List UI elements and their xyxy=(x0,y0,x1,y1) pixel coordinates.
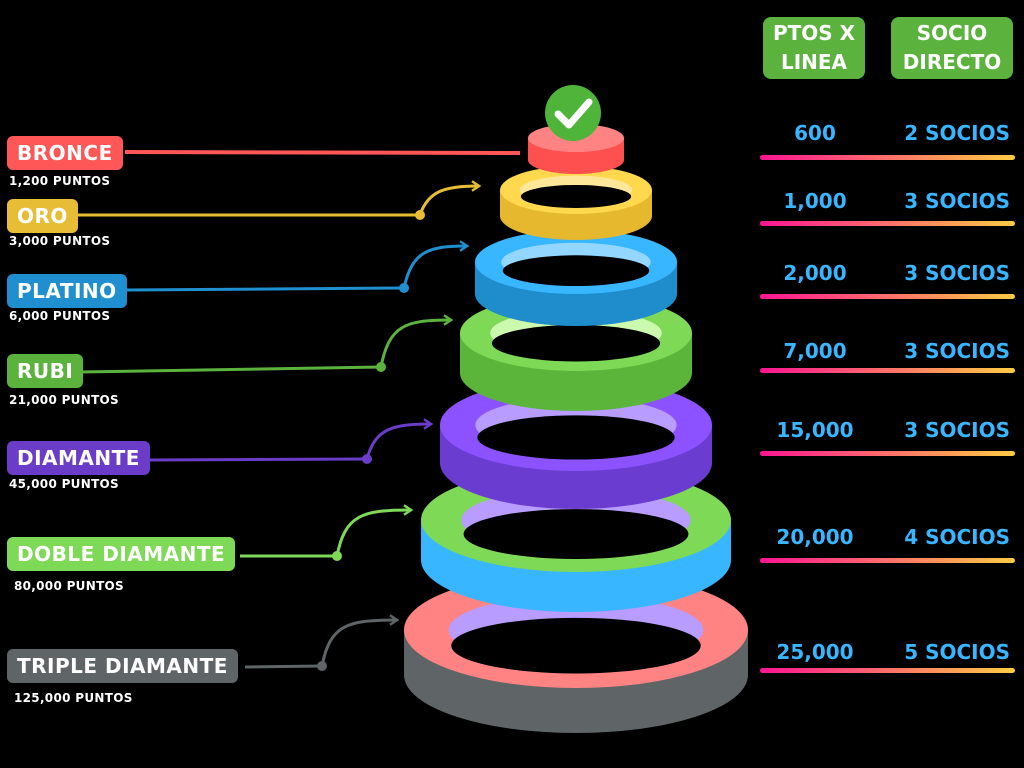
row-divider xyxy=(760,451,1015,456)
level-points-diamante: 45,000 PUNTOS xyxy=(9,477,119,491)
direct-partners-oro: 3 SOCIOS xyxy=(904,189,1010,213)
level-points-doble-diamante: 80,000 PUNTOS xyxy=(14,579,124,593)
direct-partners-platino: 3 SOCIOS xyxy=(904,261,1010,285)
connector-arrow xyxy=(75,180,482,220)
level-badge-rubi: RUBI xyxy=(7,354,84,388)
line-points-doble-diamante: 20,000 xyxy=(776,525,854,549)
header-points-per-line: PTOS X LINEA xyxy=(763,17,865,79)
header-direct-partner: SOCIO DIRECTO xyxy=(891,17,1013,79)
connector-arrow xyxy=(124,150,521,155)
row-divider xyxy=(760,558,1015,563)
connector-arrow xyxy=(244,614,400,671)
line-points-bronce: 600 xyxy=(794,121,836,145)
level-badge-diamante: DIAMANTE xyxy=(7,441,150,475)
connector-arrow xyxy=(124,240,470,293)
level-points-oro: 3,000 PUNTOS xyxy=(9,234,111,248)
level-badge-bronce: BRONCE xyxy=(7,136,123,170)
row-divider xyxy=(760,221,1015,226)
level-points-rubi: 21,000 PUNTOS xyxy=(9,393,119,407)
direct-partners-rubi: 3 SOCIOS xyxy=(904,339,1010,363)
direct-partners-bronce: 2 SOCIOS xyxy=(904,121,1010,145)
direct-partners-diamante: 3 SOCIOS xyxy=(904,418,1010,442)
level-badge-oro: ORO xyxy=(7,199,78,233)
level-points-platino: 6,000 PUNTOS xyxy=(9,309,111,323)
connector-arrow xyxy=(79,314,454,374)
level-badge-platino: PLATINO xyxy=(7,274,127,308)
ring-oro xyxy=(500,166,652,240)
row-divider xyxy=(760,368,1015,373)
line-points-oro: 1,000 xyxy=(783,189,847,213)
direct-partners-doble-diamante: 4 SOCIOS xyxy=(904,525,1010,549)
row-divider xyxy=(760,155,1015,160)
direct-partners-triple-diamante: 5 SOCIOS xyxy=(904,640,1010,664)
connector-arrow xyxy=(240,504,414,561)
check-badge-icon xyxy=(545,85,601,141)
level-badge-triple-diamante: TRIPLE DIAMANTE xyxy=(7,649,238,683)
level-badge-doble-diamante: DOBLE DIAMANTE xyxy=(7,537,236,571)
connector-arrow xyxy=(149,418,434,464)
line-points-rubi: 7,000 xyxy=(783,339,847,363)
ring-platino xyxy=(475,230,677,326)
level-points-bronce: 1,200 PUNTOS xyxy=(9,174,111,188)
line-points-diamante: 15,000 xyxy=(776,418,854,442)
line-points-platino: 2,000 xyxy=(783,261,847,285)
line-points-triple-diamante: 25,000 xyxy=(776,640,854,664)
row-divider xyxy=(760,294,1015,299)
level-points-triple-diamante: 125,000 PUNTOS xyxy=(14,691,133,705)
row-divider xyxy=(760,668,1015,673)
